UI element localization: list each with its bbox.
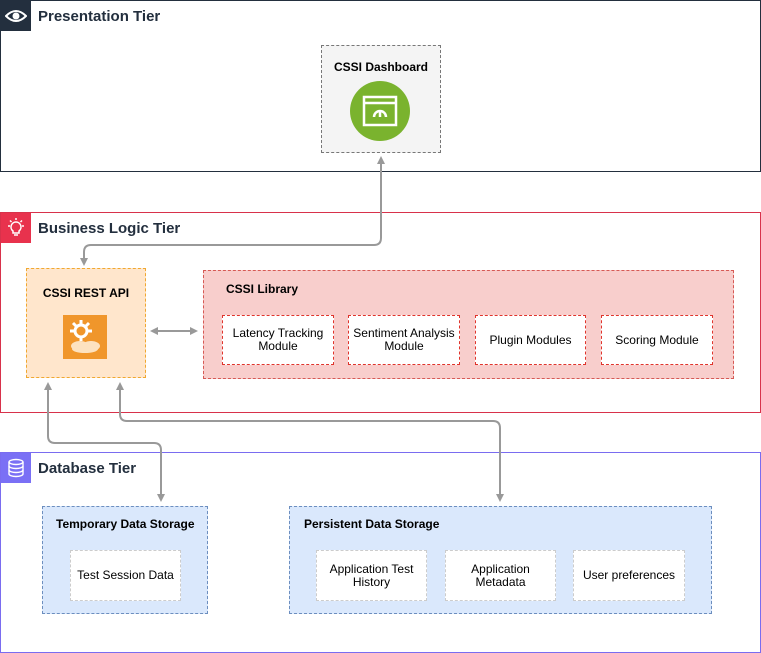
arrow-api-persistent-storage [116,382,504,502]
library-title: CSSI Library [226,282,299,296]
module-scoring: Scoring Module [601,315,713,365]
cssi-dashboard: CSSI Dashboard [321,45,441,153]
item-application-test-history: Application Test History [316,550,427,601]
persistent-data-storage: Persistent Data Storage Application Test… [289,506,712,614]
database-icon [1,453,31,483]
dashboard-gauge-icon [350,81,410,141]
api-gear-cloud-icon [63,315,107,359]
item-user-preferences: User preferences [573,550,685,601]
presentation-tier-title: Presentation Tier [38,8,161,25]
persistent-storage-title: Persistent Data Storage [304,517,440,531]
temporary-storage-title: Temporary Data Storage [56,517,195,531]
lightbulb-icon [1,213,31,243]
eye-icon [1,1,31,31]
module-latency-tracking: Latency Tracking Module [222,315,334,365]
rest-api-title: CSSI REST API [42,286,130,300]
dashboard-title: CSSI Dashboard [333,60,429,74]
item-test-session-data: Test Session Data [70,550,181,601]
module-plugin: Plugin Modules [475,315,586,365]
module-sentiment-analysis: Sentiment Analysis Module [348,315,460,365]
item-application-metadata: Application Metadata [445,550,556,601]
arrow-api-temporary-storage [44,382,165,502]
cssi-library: CSSI Library Latency Tracking Module Sen… [203,270,734,379]
temporary-data-storage: Temporary Data Storage Test Session Data [42,506,208,614]
arrow-api-dashboard [80,156,385,266]
cssi-rest-api: CSSI REST API [26,268,146,378]
